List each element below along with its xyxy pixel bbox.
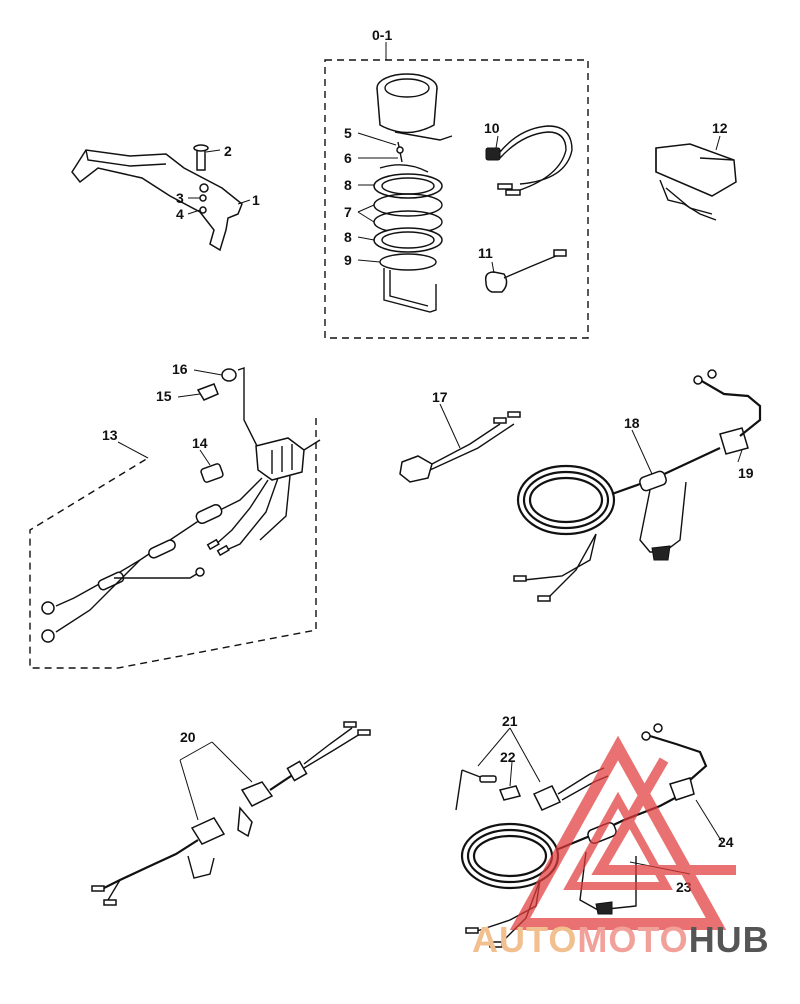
sensor-11: 11 — [478, 245, 567, 293]
callout-0-1: 0-1 — [372, 27, 392, 43]
harness-adapter-17: 17 — [399, 389, 521, 483]
tachometer-kit-group: 0-1 5 6 8 7 8 9 — [324, 27, 589, 339]
callout-1: 1 — [252, 192, 260, 208]
watermark-logo — [509, 735, 736, 930]
callout-11: 11 — [478, 245, 493, 261]
callout-8-top: 8 — [344, 177, 352, 193]
callout-10: 10 — [484, 120, 500, 136]
watermark-text: AUTOMOTOHUB — [472, 919, 770, 960]
harness-21-24-group: 21 22 23 24 — [455, 713, 734, 948]
nut-4 — [199, 206, 207, 214]
regulator-block — [255, 437, 305, 481]
callout-5: 5 — [344, 125, 352, 141]
callout-4: 4 — [176, 206, 184, 222]
rectifier-12: 12 — [655, 120, 737, 221]
ring-terminal-a — [41, 601, 55, 615]
callout-12: 12 — [712, 120, 728, 136]
callout-24: 24 — [718, 834, 734, 850]
callout-3: 3 — [176, 190, 184, 206]
screw-15 — [196, 383, 219, 401]
ring-terminal-b — [41, 629, 55, 643]
callout-6: 6 — [344, 150, 352, 166]
callout-22: 22 — [500, 749, 516, 765]
watermark-hub: HUB — [689, 919, 770, 960]
mounting-bracket-assembly: 2 3 4 1 — [71, 143, 260, 252]
callout-8-bottom: 8 — [344, 229, 352, 245]
tach-lead-10: 10 — [484, 120, 573, 196]
harness-20: 20 — [91, 721, 371, 906]
tachometer-gauge — [376, 73, 453, 141]
callout-2: 2 — [224, 143, 232, 159]
watermark-moto: MOTO — [577, 919, 688, 960]
callout-20: 20 — [180, 729, 196, 745]
callout-19: 19 — [738, 465, 754, 481]
washer-3 — [199, 194, 207, 202]
plug-22 — [498, 785, 522, 801]
callout-16: 16 — [172, 361, 188, 377]
callout-7: 7 — [344, 204, 352, 220]
callout-9: 9 — [344, 252, 352, 268]
fuse-14 — [200, 463, 224, 483]
watermark-auto: AUTO — [472, 919, 577, 960]
washer-16 — [221, 368, 237, 382]
callout-14: 14 — [192, 435, 208, 451]
callout-17: 17 — [432, 389, 448, 405]
callout-18: 18 — [624, 415, 640, 431]
ring-9 — [379, 253, 437, 271]
extension-harness-18: 18 19 — [513, 369, 762, 602]
callout-13: 13 — [102, 427, 118, 443]
callout-15: 15 — [156, 388, 172, 404]
regulator-harness-group: 13 16 15 14 — [29, 361, 321, 669]
grommet-24 — [669, 777, 695, 801]
callout-21: 21 — [502, 713, 518, 729]
